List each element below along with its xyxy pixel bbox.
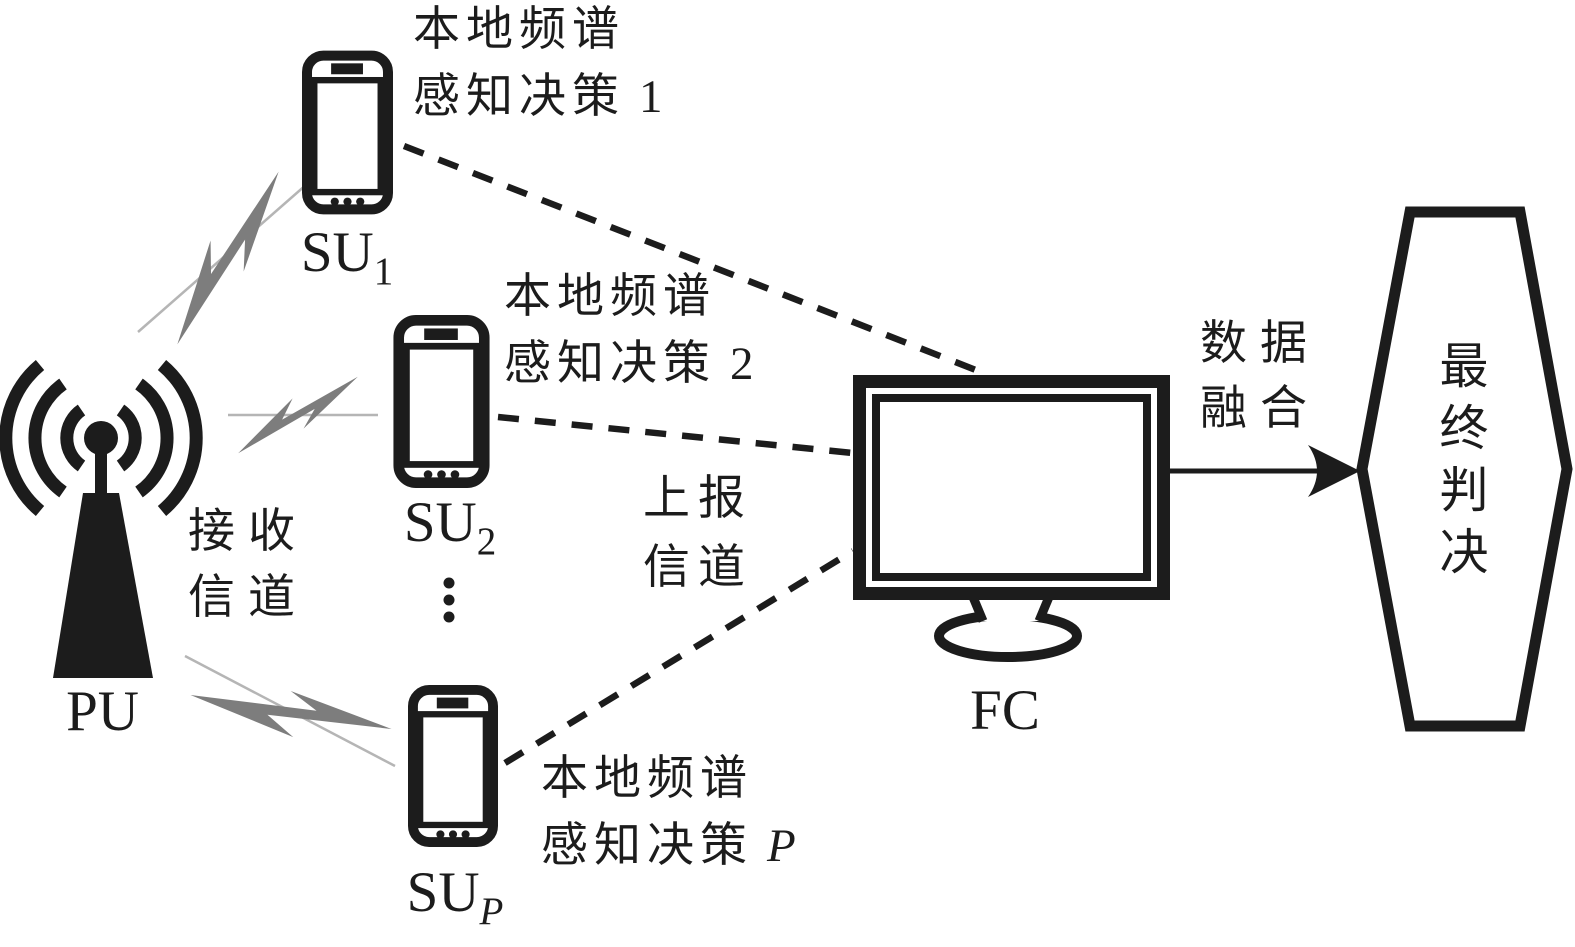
report-channel-line2: 信道 [643,542,753,594]
report-link-su2 [497,413,854,457]
pu-label: PU [66,680,139,743]
lightning-bolt-icon-sup [190,622,392,802]
antenna-wave-arc [0,360,45,516]
vertical-ellipsis-icon [443,577,455,623]
su1-decision-line1: 本地频谱 [413,4,625,56]
su2-label: SU2 [403,491,497,564]
report-links [402,142,988,766]
fc-label: FC [970,679,1040,742]
report-link-su1 [402,142,988,378]
final-decision-label: 最终判决 [1439,339,1489,580]
receive-channel-line1: 接收 [188,506,308,558]
report-link-sup [503,548,855,766]
su2-phone-icon [399,320,485,482]
pu-antenna-icon [0,360,203,678]
sup-decision-line1: 本地频谱 [541,753,753,805]
data-fusion-line2: 融合 [1200,383,1320,435]
su1-decision-index: 1 [639,71,663,123]
su1-label: SU1 [300,221,394,294]
report-channel-line1: 上报 [643,473,753,525]
su2-subscript: 2 [476,520,497,563]
sup-label: SUP [406,861,504,934]
data-fusion-arrow [1167,445,1360,497]
antenna-wave-arc [28,378,67,498]
su2-decision-index: 2 [730,338,754,390]
receive-channel-line2: 信道 [188,572,308,624]
final-decision-hexagon [1356,206,1573,732]
sup-decision-index: P [767,820,796,872]
data-fusion-label: 数据 融合 [1192,312,1328,442]
su1-phone-icon [307,56,388,210]
sup-subscript: P [479,890,504,933]
su2-decision-line1: 本地频谱 [504,271,716,323]
antenna-wave-arc [116,404,142,472]
sup-phone-icon [413,690,493,842]
data-fusion-line1: 数据 [1200,318,1320,370]
report-channel-label: 上报 信道 [628,465,768,603]
antenna-wave-arc [60,404,86,472]
antenna-wave-arc [157,360,203,516]
fc-monitor-icon [853,375,1170,662]
su1-subscript: 1 [373,250,394,293]
receive-channel-label: 接收 信道 [178,499,318,631]
antenna-wave-arc [135,378,174,498]
